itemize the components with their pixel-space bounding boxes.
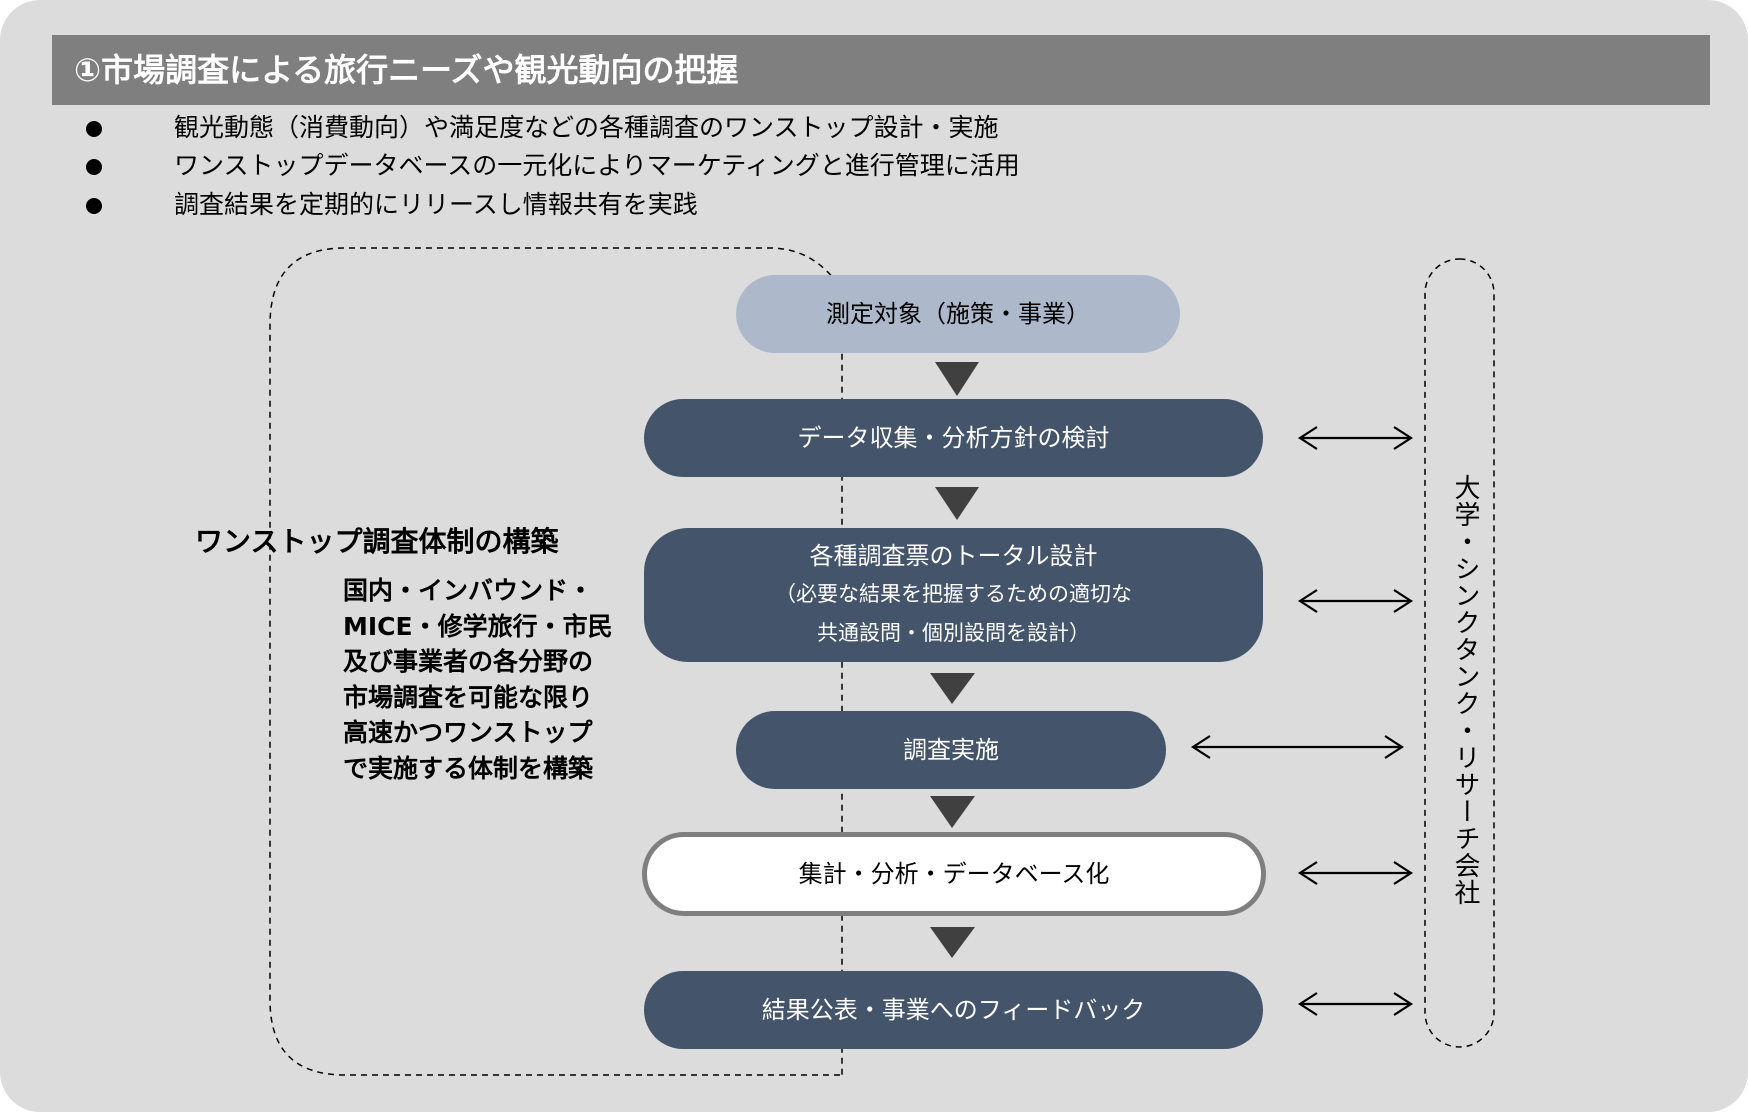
down-arrow-icon xyxy=(935,362,979,396)
right-panel-label: 大学・シンクタンク・リサーチ会社 xyxy=(1450,474,1480,906)
flow-step-label: データ収集・分析方針の検討 xyxy=(797,424,1110,452)
bullet-icon xyxy=(86,198,102,214)
flow-step-publication: 結果公表・事業へのフィードバック xyxy=(644,971,1263,1049)
page-title: ①市場調査による旅行ニーズや観光動向の把握 xyxy=(74,51,739,89)
title-bar: ①市場調査による旅行ニーズや観光動向の把握 xyxy=(52,35,1710,105)
flow-step-survey-design: 各種調査票のトータル設計 （必要な結果を把握するための適切な 共通設問・個別設問… xyxy=(644,528,1263,662)
flow-step-survey-execution: 調査実施 xyxy=(736,711,1166,789)
left-panel-description: 国内・インバウンド・MICE・修学旅行・市民及び事業者の各分野の市場調査を可能な… xyxy=(343,576,613,783)
bullet-icon xyxy=(86,121,102,137)
flow-step-label: 各種調査票のトータル設計 xyxy=(809,542,1098,570)
flow-step-measurement-target: 測定対象（施策・事業） xyxy=(736,275,1180,353)
bullet-text: 調査結果を定期的にリリースし情報共有を実践 xyxy=(174,190,698,219)
bullet-text: ワンストップデータベースの一元化によりマーケティングと進行管理に活用 xyxy=(174,151,1020,180)
down-arrow-icon xyxy=(930,673,975,704)
flow-step-label: 集計・分析・データベース化 xyxy=(798,860,1110,888)
double-arrow-icon xyxy=(1297,992,1414,1016)
down-arrow-icon xyxy=(935,487,979,520)
flow-step-label: 結果公表・事業へのフィードバック xyxy=(761,996,1146,1024)
flow-step-data-collection: データ収集・分析方針の検討 xyxy=(644,399,1263,477)
flow-step-aggregation: 集計・分析・データベース化 xyxy=(642,832,1266,916)
bullet-icon xyxy=(86,159,102,175)
flow-step-sublabel: （必要な結果を把握するための適切な xyxy=(775,582,1132,606)
double-arrow-icon xyxy=(1297,589,1414,613)
right-dashed-boundary xyxy=(1424,258,1495,1048)
left-dashed-boundary xyxy=(269,247,843,1076)
double-arrow-icon xyxy=(1297,861,1414,885)
down-arrow-icon xyxy=(930,796,975,828)
flow-step-label: 調査実施 xyxy=(903,736,999,764)
double-arrow-icon xyxy=(1297,426,1414,450)
flow-step-sublabel: 共通設問・個別設問を設計） xyxy=(817,621,1090,645)
flow-step-label: 測定対象（施策・事業） xyxy=(826,300,1090,328)
left-panel-heading: ワンストップ調査体制の構築 xyxy=(195,525,559,558)
down-arrow-icon xyxy=(930,927,975,958)
bullet-text: 観光動態（消費動向）や満足度などの各種調査のワンストップ設計・実施 xyxy=(174,113,999,142)
double-arrow-icon xyxy=(1190,735,1405,759)
